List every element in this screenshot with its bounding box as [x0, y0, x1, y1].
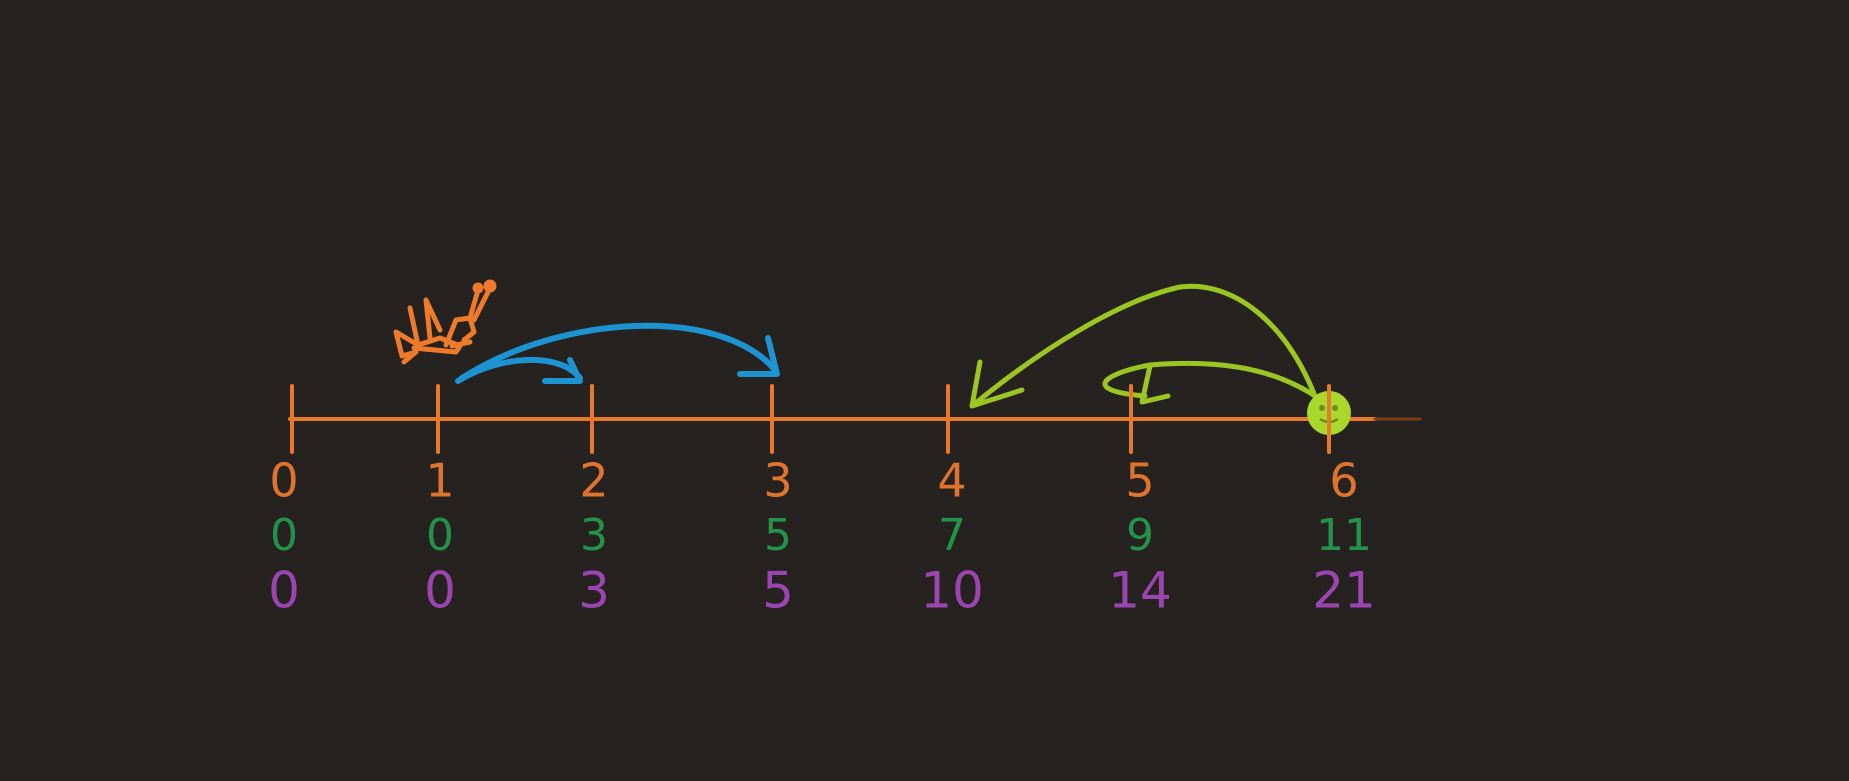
label-top-2: 2: [579, 454, 608, 508]
hop-arrow-1-to-3-head: [737, 335, 780, 377]
hop-arrow-6-to-4: [969, 283, 1323, 413]
label-middle-4: 7: [938, 510, 966, 561]
label-middle-0: 0: [270, 510, 298, 561]
grasshopper-doodle-icon: [393, 279, 497, 365]
label-top-5: 5: [1125, 454, 1154, 508]
hop-arrow-1-to-3: [459, 322, 778, 381]
label-top-1: 1: [425, 454, 454, 508]
hop-arrow-6-to-4-head: [969, 359, 1025, 409]
label-top-6: 6: [1329, 454, 1358, 508]
label-top-0: 0: [269, 454, 298, 508]
label-bottom-3: 5: [762, 562, 794, 620]
label-bottom-1: 0: [424, 562, 456, 620]
label-middle-1: 0: [426, 510, 454, 561]
label-bottom-6: 21: [1312, 562, 1376, 620]
hop-arrow-1-to-2-head: [542, 357, 583, 384]
label-bottom-4: 10: [920, 562, 984, 620]
label-top-3: 3: [763, 454, 792, 508]
forward-hops: [455, 322, 780, 384]
label-top-4: 4: [937, 454, 966, 508]
tick-marks: [290, 384, 1331, 454]
label-middle-6: 11: [1316, 510, 1372, 561]
backward-hops: [969, 283, 1323, 413]
hop-arrow-6-to-5: [1102, 360, 1321, 401]
label-middle-5: 9: [1126, 510, 1154, 561]
label-middle-3: 5: [764, 510, 792, 561]
label-bottom-0: 0: [268, 562, 300, 620]
label-middle-2: 3: [580, 510, 608, 561]
hop-arrow-6-to-5-head: [1139, 363, 1171, 405]
label-bottom-5: 14: [1108, 562, 1172, 620]
label-bottom-2: 3: [578, 562, 610, 620]
